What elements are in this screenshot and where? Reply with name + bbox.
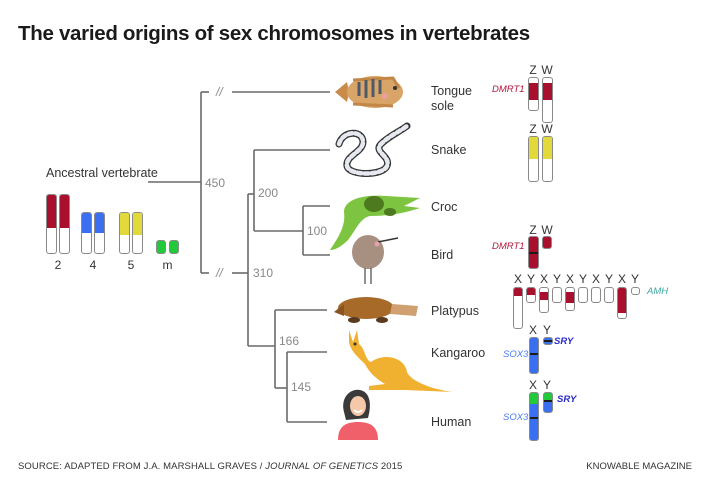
chromosome-5b xyxy=(132,212,143,254)
chromosome-y4 xyxy=(604,287,614,303)
species-label-snake: Snake xyxy=(431,143,467,157)
chromosome-label-z: Z xyxy=(529,63,537,77)
source-credit: SOURCE: ADAPTED FROM J.A. MARSHALL GRAVE… xyxy=(18,461,402,472)
node-age-166: 166 xyxy=(279,334,300,348)
chromosome-z xyxy=(528,136,539,182)
chromosome-z xyxy=(528,236,539,269)
chromosome-2a xyxy=(46,194,57,254)
node-age-145: 145 xyxy=(291,380,312,394)
chromosome-4a xyxy=(81,212,92,254)
chromosome-label-y2: Y xyxy=(552,272,561,286)
gene-label-dmrt1: DMRT1 xyxy=(492,241,525,252)
chromosome-2b xyxy=(59,194,70,254)
chromosome-label: 2 xyxy=(54,258,62,272)
chromosome-y3 xyxy=(578,287,588,303)
snake-icon xyxy=(335,122,411,177)
chromosome-5a xyxy=(119,212,130,254)
chromosome-label-x4: X xyxy=(591,272,600,286)
chromosome-label-w: W xyxy=(541,223,553,237)
species-label-human: Human xyxy=(431,415,472,429)
chromosome-label-x5: X xyxy=(617,272,626,286)
species-label-bird: Bird xyxy=(431,248,454,262)
platypus-icon xyxy=(334,297,418,323)
chromosome-y2 xyxy=(552,287,562,303)
node-age-450: 450 xyxy=(205,176,226,190)
chromosome-label-y5: Y xyxy=(630,272,639,286)
kangaroo-icon xyxy=(349,330,453,392)
chromosome-y xyxy=(543,337,553,345)
flatfish-icon xyxy=(335,76,403,108)
chromosome-x5 xyxy=(617,287,627,319)
break-mark: // xyxy=(216,85,223,99)
chromosome-x xyxy=(529,337,539,374)
gene-label-amh: AMH xyxy=(647,286,669,297)
source-year: 2015 xyxy=(378,461,403,472)
publisher-credit: KNOWABLE MAGAZINE xyxy=(586,461,692,472)
species-label-tongue-sole-line2: sole xyxy=(431,99,454,113)
chromosome-x4 xyxy=(591,287,601,303)
chromosome-label-x: X xyxy=(528,323,537,337)
chromosome-w xyxy=(542,136,553,182)
species-label-croc: Croc xyxy=(431,200,458,214)
chromosome-m-a xyxy=(156,240,166,254)
gene-label-dmrt1: DMRT1 xyxy=(492,84,525,95)
gene-label-sox3: SOX3 xyxy=(503,349,529,360)
gene-label-sry: SRY xyxy=(554,336,574,347)
chromosome-label-y1: Y xyxy=(526,272,535,286)
chromosome-label-w: W xyxy=(541,122,553,136)
break-mark: // xyxy=(216,266,223,280)
chromosome-label-x1: X xyxy=(513,272,522,286)
chromosome-y5 xyxy=(631,287,640,295)
species-label-tongue-sole-line1: Tongue xyxy=(431,84,473,98)
node-age-100: 100 xyxy=(307,224,328,238)
kiwi-bird-icon xyxy=(352,235,399,284)
chromosome-label-w: W xyxy=(541,63,553,77)
crocodile-icon xyxy=(330,195,420,250)
chromosome-label-y4: Y xyxy=(604,272,613,286)
chromosome-label-x: X xyxy=(528,378,537,392)
figure-title: The varied origins of sex chromosomes in… xyxy=(18,22,530,45)
chromosome-w xyxy=(542,236,552,249)
chromosome-label-z: Z xyxy=(529,122,537,136)
ancestor-label: Ancestral vertebrate xyxy=(46,166,158,180)
chromosome-label-x3: X xyxy=(565,272,574,286)
chromosome-4b xyxy=(94,212,105,254)
chromosome-x1 xyxy=(513,287,523,329)
node-age-310: 310 xyxy=(253,266,274,280)
chromosome-x3 xyxy=(565,287,575,311)
human-icon xyxy=(338,389,378,440)
chromosome-y xyxy=(543,392,553,413)
chromosome-label-y: Y xyxy=(542,378,551,392)
species-label-platypus: Platypus xyxy=(431,304,479,318)
chromosome-label: 5 xyxy=(127,258,135,272)
gene-label-sox3: SOX3 xyxy=(503,412,529,423)
chromosome-w xyxy=(542,77,553,123)
chromosome-x2 xyxy=(539,287,549,313)
chromosome-label-x2: X xyxy=(539,272,548,286)
chromosome-label-y: Y xyxy=(542,323,551,337)
species-label-kangaroo: Kangaroo xyxy=(431,346,486,360)
node-age-200: 200 xyxy=(258,186,279,200)
source-prefix: SOURCE: ADAPTED FROM J.A. MARSHALL GRAVE… xyxy=(18,461,266,472)
chromosome-label-y3: Y xyxy=(578,272,587,286)
chromosome-label: 4 xyxy=(89,258,97,272)
source-journal: JOURNAL OF GENETICS xyxy=(265,461,379,472)
chromosome-label: m xyxy=(162,258,173,272)
chromosome-x xyxy=(529,392,539,441)
gene-label-sry: SRY xyxy=(557,394,577,405)
chromosome-m-b xyxy=(169,240,179,254)
chromosome-y1 xyxy=(526,287,536,303)
chromosome-z xyxy=(528,77,539,111)
chromosome-label-z: Z xyxy=(529,223,537,237)
